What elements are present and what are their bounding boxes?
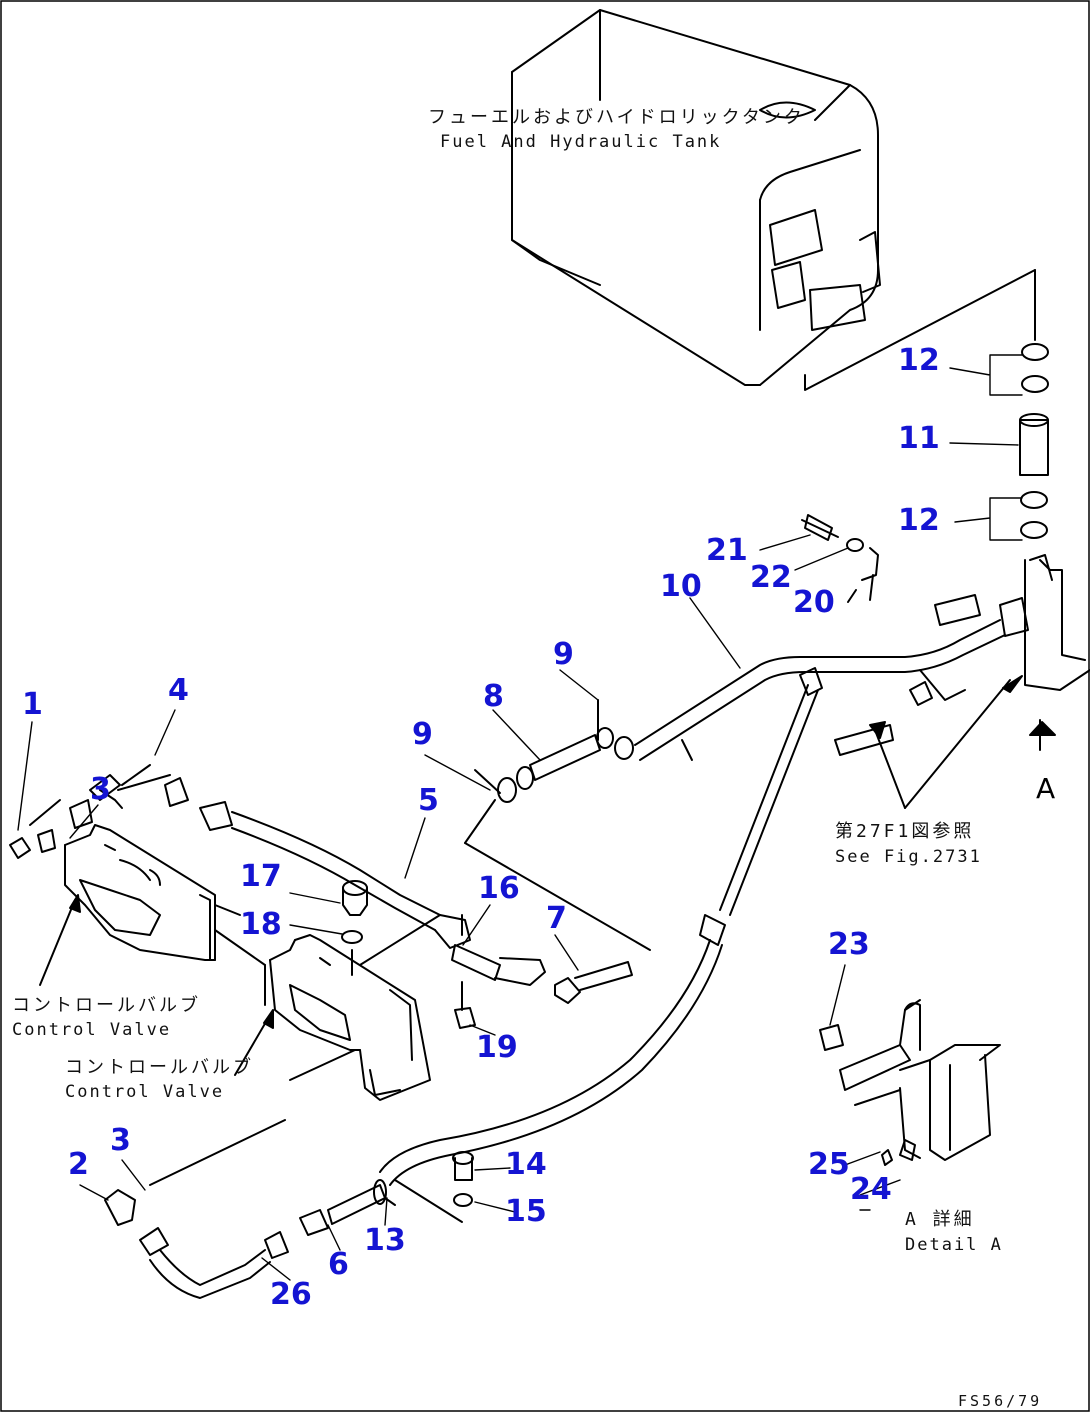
callout-26: 26: [270, 1277, 312, 1312]
callout-18: 18: [240, 907, 282, 942]
callout-25: 25: [808, 1147, 850, 1182]
see-fig-label-jp: 第27F1図参照: [835, 821, 975, 842]
see-fig-parts: [834, 675, 1023, 809]
long-hose: [379, 667, 823, 1186]
callout-24: 24: [850, 1172, 892, 1207]
bolt-14: [394, 1151, 474, 1223]
see-fig-label-en: See Fig.2731: [835, 847, 982, 867]
lower-fittings: [104, 1179, 396, 1299]
cv-leaders: [39, 894, 274, 1076]
pipe-8: [464, 699, 651, 951]
page-code: FS56/79: [958, 1392, 1043, 1410]
control-valve-lower: [149, 904, 441, 1186]
callout-12-lower: 12: [898, 503, 940, 538]
control-valve-upper-label-jp: コントロールバルブ: [12, 995, 201, 1016]
tank-label-en: Fuel And Hydraulic Tank: [440, 132, 722, 152]
view-a-letter: A: [1036, 772, 1056, 805]
tank-label-jp: フューエルおよびハイドロリックタンク: [428, 107, 805, 128]
detail-a-label-en: Detail A: [905, 1235, 1003, 1255]
callout-2: 2: [68, 1147, 89, 1182]
callout-5: 5: [418, 783, 439, 818]
callout-11: 11: [898, 421, 940, 456]
callout-9-left: 9: [412, 717, 433, 752]
callout-13: 13: [364, 1223, 406, 1258]
callout-14: 14: [505, 1147, 547, 1182]
fittings-16-7: [451, 914, 633, 1029]
callout-15: 15: [505, 1194, 547, 1229]
callout-12-upper: 12: [898, 343, 940, 378]
tank-connection-parts: [934, 343, 1090, 751]
callout-16: 16: [478, 871, 520, 906]
control-valve-upper-label-en: Control Valve: [12, 1020, 172, 1040]
callout-23: 23: [828, 927, 870, 962]
callout-21: 21: [706, 533, 748, 568]
detail-a: [819, 999, 1001, 1166]
callout-3-upper: 3: [90, 772, 111, 807]
control-valve-upper: [64, 824, 216, 961]
callout-9-right: 9: [553, 637, 574, 672]
control-valve-lower-label-en: Control Valve: [65, 1082, 225, 1102]
control-valve-lower-label-jp: コントロールバルブ: [65, 1057, 254, 1078]
tank: [511, 9, 1036, 391]
bolt-set: [801, 514, 879, 603]
bolt-17: [341, 880, 368, 976]
callout-17: 17: [240, 859, 282, 894]
callout-8: 8: [483, 679, 504, 714]
pipe-10: [634, 619, 1006, 761]
callout-19: 19: [476, 1030, 518, 1065]
callout-6: 6: [328, 1247, 349, 1282]
callout-22: 22: [750, 560, 792, 595]
callout-1: 1: [22, 687, 43, 722]
callout-10: 10: [660, 569, 702, 604]
callout-4: 4: [168, 673, 189, 708]
fittings-1-4: [9, 764, 471, 949]
callout-7: 7: [546, 901, 567, 936]
leader-lines: [17, 354, 1023, 1281]
callout-3-lower: 3: [110, 1123, 131, 1158]
callout-20: 20: [793, 585, 835, 620]
detail-a-label-jp: A 詳細: [905, 1209, 975, 1230]
